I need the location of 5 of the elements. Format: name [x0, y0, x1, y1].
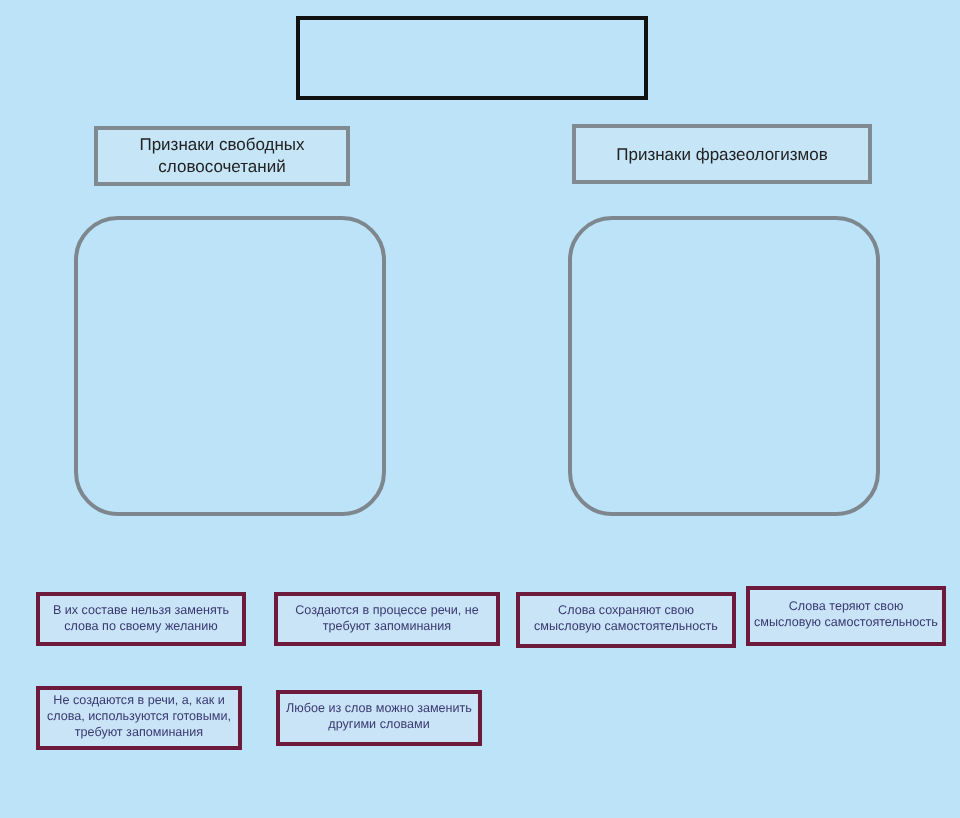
heading-box: Признаки фразеологизмов: [572, 124, 872, 184]
drop-zone: [74, 216, 386, 516]
drop-zone: [568, 216, 880, 516]
empty-box: [296, 16, 648, 100]
heading-box: Признаки свободных словосочетаний: [94, 126, 350, 186]
